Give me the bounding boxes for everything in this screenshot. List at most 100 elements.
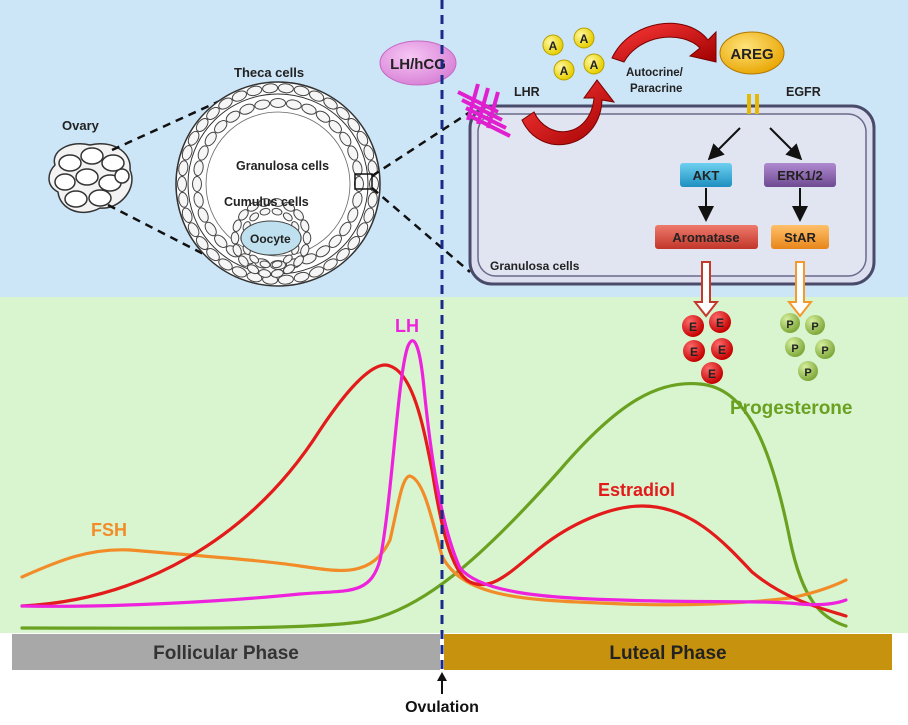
paracrine-label: Paracrine: [630, 83, 682, 95]
luteal-phase-bar: [444, 634, 892, 670]
theca-cell: [277, 274, 294, 285]
granulosa-cell: [328, 120, 342, 134]
lh-hcg-label: LH/hCG: [390, 56, 446, 73]
cumulus-cell: [282, 264, 296, 275]
theca-cell: [195, 117, 209, 133]
egfr-receptor-icon: [747, 94, 759, 114]
cumulus-cell: [258, 269, 272, 278]
ovary-icon: [48, 143, 133, 213]
theca-cell: [195, 235, 209, 251]
molecule-a-label: A: [549, 39, 558, 53]
theca-cell: [178, 160, 189, 177]
granulosa-cell: [347, 207, 359, 223]
cumulus-cell: [258, 198, 272, 207]
molecule-p-label: P: [804, 367, 811, 379]
granulosa-cell-inner: [477, 113, 867, 277]
cumulus-label: Cumulus cells: [224, 195, 309, 209]
theca-cell: [206, 106, 220, 120]
cumulus-cell: [293, 209, 304, 221]
progesterone-curve: [20, 381, 848, 630]
lh-curve: [20, 339, 848, 608]
aromatase-box: [655, 225, 758, 249]
cumulus-cell: [230, 231, 240, 245]
granulosa-cell: [352, 191, 363, 208]
molecule-e-label: E: [708, 367, 716, 381]
cumulus-cell: [238, 255, 249, 267]
ovary-label: Ovary: [62, 118, 100, 133]
progesterone-output-arrow: [786, 261, 814, 318]
granulosa-cell: [315, 110, 331, 123]
akt-label: AKT: [693, 168, 720, 183]
cumulus-cell: [249, 254, 260, 264]
cumulus-cell: [282, 201, 296, 212]
theca-cell: [308, 266, 325, 278]
lh-hcg-bubble: [379, 40, 457, 86]
molecule-a-label: A: [590, 58, 599, 72]
molecule-p-label: P: [821, 345, 828, 357]
cumulus-cell: [282, 254, 293, 264]
signaling-arrows: [698, 127, 808, 222]
theca-cell: [363, 207, 375, 223]
progesterone-label: Progesterone: [730, 398, 852, 419]
aromatase-label: Aromatase: [672, 230, 739, 245]
molecule-e-label: E: [718, 343, 726, 357]
granulosa-cell: [214, 120, 228, 134]
theca-cell: [246, 85, 263, 97]
theca-cell: [363, 145, 375, 161]
estrogen-molecules-cluster: E E E E E: [682, 311, 733, 384]
granulosa-cell: [214, 234, 228, 248]
estradiol-curve: [20, 363, 848, 618]
cell-zoom-lines: [371, 110, 471, 273]
ovulation-arrow-icon: [437, 672, 447, 694]
cumulus-cell: [259, 207, 271, 216]
granulosa-box-label: Granulosa cells: [490, 259, 580, 273]
granulosa-cell: [315, 245, 331, 258]
granulosa-cell: [254, 99, 271, 110]
granulosa-cell: [339, 131, 352, 147]
theca-cell: [293, 271, 310, 283]
areg-label: AREG: [730, 46, 773, 63]
granulosa-cell: [347, 145, 359, 161]
follicular-phase-bar: [12, 634, 440, 670]
theca-cell: [231, 266, 248, 278]
star-box: [771, 225, 829, 249]
theca-cell: [323, 258, 338, 271]
cumulus-cell: [270, 198, 284, 207]
cumulus-cell: [300, 219, 310, 232]
erk-label: ERK1/2: [777, 168, 823, 183]
ovulation-label: Ovulation: [405, 699, 479, 716]
granulosa-cell: [270, 98, 286, 108]
cumulus-cell: [282, 212, 293, 222]
follicular-phase-label: Follicular Phase: [153, 643, 299, 664]
lhr-signal-arrow: [521, 79, 616, 146]
molecule-a-label: A: [560, 64, 569, 78]
granulosa-cell: [192, 176, 202, 192]
estrogen-output-arrow: [692, 261, 720, 318]
theca-cell: [347, 235, 361, 251]
theca-cell: [308, 90, 325, 102]
theca-cell: [206, 248, 220, 262]
molecule-a-label: A: [580, 32, 589, 46]
star-label: StAR: [784, 230, 816, 245]
cumulus-cell: [302, 231, 312, 245]
theca-cell: [178, 191, 189, 208]
akt-box: [680, 163, 732, 187]
theca-cell: [336, 106, 350, 120]
molecule-e-label: E: [689, 320, 697, 334]
estradiol-label: Estradiol: [598, 480, 675, 500]
ovary-zoom-lines: [107, 98, 226, 267]
follicle: [175, 81, 381, 287]
molecule-e-label: E: [716, 316, 724, 330]
theca-cell: [336, 248, 350, 262]
autocrine-arrow: [611, 22, 717, 63]
luteal-phase-label: Luteal Phase: [609, 643, 726, 664]
theca-cell: [347, 117, 361, 133]
molecule-p-label: P: [791, 343, 798, 355]
granulosa-cell: [197, 145, 209, 161]
granulosa-cell: [239, 103, 255, 115]
molecule-p-label: P: [811, 321, 818, 333]
theca-label: Theca cells: [234, 65, 304, 80]
granulosa-cell: [285, 99, 302, 110]
